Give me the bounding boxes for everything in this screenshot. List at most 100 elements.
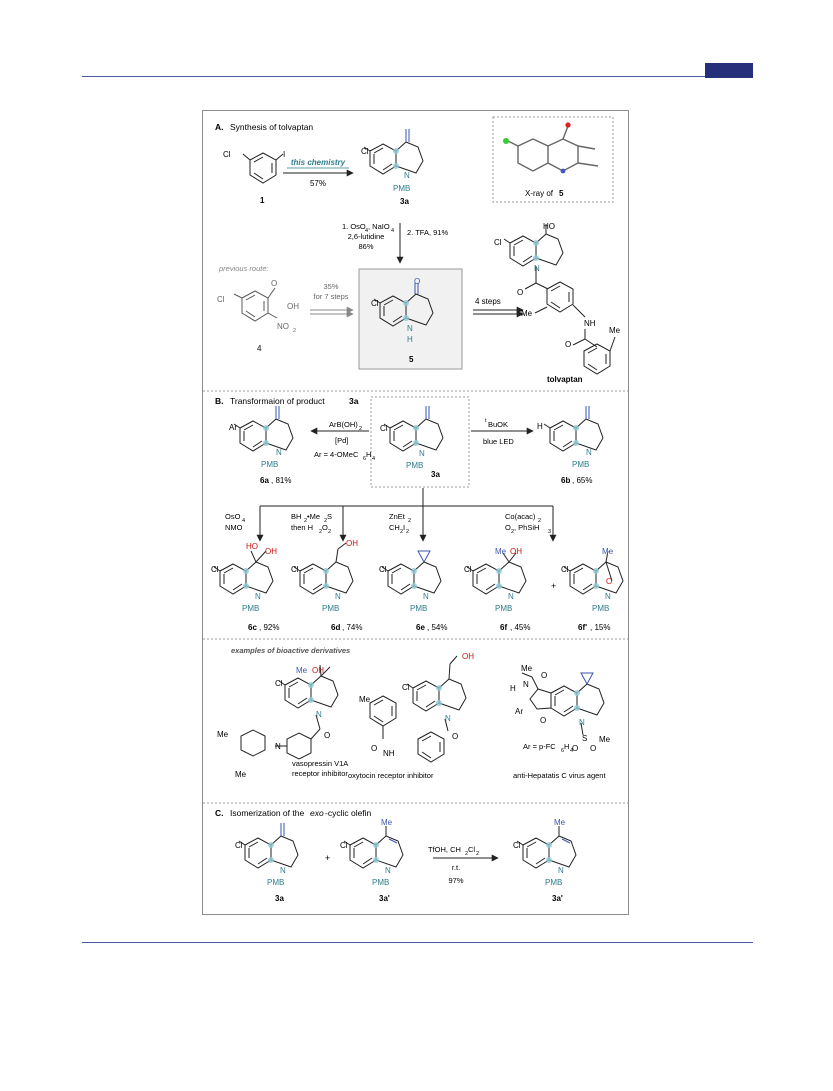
label-compound-1: 1 xyxy=(260,196,265,205)
footer-rule xyxy=(82,942,753,943)
atom-cl-6c: Cl xyxy=(211,565,219,574)
atom-o-hcv-2: O xyxy=(540,716,546,725)
reagent-o2: O xyxy=(505,523,511,532)
atom-oh-6d: OH xyxy=(346,539,358,548)
structure-3ap-product xyxy=(516,826,577,869)
right-reagent1: BuOK xyxy=(488,420,508,429)
structure-tolvaptan xyxy=(503,224,616,375)
atom-cl-3ap-left: Cl xyxy=(340,841,348,850)
atom-o-oxy-2: O xyxy=(371,744,377,753)
structure-6c xyxy=(213,550,274,595)
atom-me-oxy: Me xyxy=(359,695,371,704)
four-steps-label: 4 steps xyxy=(475,297,501,306)
reagent-ch2i2: CH xyxy=(389,523,400,532)
yield-6a: , 81% xyxy=(271,476,291,485)
structure-3a-center xyxy=(383,406,444,452)
reaction-scheme-figure: A. Synthesis of tolvaptan Cl I 1 this ch… xyxy=(202,110,629,915)
atom-cl-4: Cl xyxy=(217,295,225,304)
atom-me-3ap-product: Me xyxy=(554,818,566,827)
structure-oxytocin-inhibitor xyxy=(369,655,467,763)
reagent-nmo: NMO xyxy=(225,523,243,532)
svg-text:3: 3 xyxy=(548,529,551,535)
atom-me-6fp: Me xyxy=(602,547,614,556)
xray-caption: X-ray of xyxy=(525,189,554,198)
atom-pmb-6e: PMB xyxy=(410,604,427,613)
atom-pmb-6d: PMB xyxy=(322,604,339,613)
label-6a: 6a xyxy=(260,476,269,485)
atom-cl-5: Cl xyxy=(371,299,379,308)
left-reagent3-h: H xyxy=(366,450,371,459)
atom-pmb-6b: PMB xyxy=(572,460,589,469)
atom-cl-6f: Cl xyxy=(464,565,472,574)
atom-o-5: O xyxy=(414,277,420,286)
atom-h-5: H xyxy=(407,335,413,344)
atom-me-tolvaptan-1: Me xyxy=(521,309,533,318)
atom-n-6e: N xyxy=(423,592,429,601)
yield-6b: , 65% xyxy=(572,476,592,485)
atom-n-6c: N xyxy=(255,592,261,601)
atom-cl-oxy: Cl xyxy=(402,683,410,692)
atom-me-vaso-3: Me xyxy=(235,770,247,779)
atom-pmb-3a: PMB xyxy=(393,184,410,193)
yield-1-to-3a: 57% xyxy=(310,179,326,188)
atom-i-1: I xyxy=(283,150,285,159)
reagent-o2-rest: , PhSiH xyxy=(514,523,539,532)
atom-o-6fp: O xyxy=(606,577,612,586)
atom-ar-hcv: Ar xyxy=(515,707,523,716)
atom-pmb-6a: PMB xyxy=(261,460,278,469)
ar-def-sub2: 4 xyxy=(570,748,573,754)
label-6d: 6d xyxy=(331,623,340,632)
step1-line1: 1. OsO xyxy=(342,222,366,231)
label-6c: 6c xyxy=(248,623,257,632)
atom-me-hcv: Me xyxy=(521,664,533,673)
atom-cl-6fp: Cl xyxy=(561,565,569,574)
plus-6f-6fp: + xyxy=(551,581,556,591)
section-c-title-em: exo xyxy=(310,808,324,818)
label-6e: 6e xyxy=(416,623,425,632)
atom-me-6f: Me xyxy=(495,547,507,556)
reagent-rt: r.t. xyxy=(452,863,460,872)
structure-6d xyxy=(293,542,354,595)
section-c-title-post: -cyclic olefin xyxy=(325,808,372,818)
step1-sub4a: 4 xyxy=(365,228,368,234)
atom-me-hcv-2: Me xyxy=(599,735,611,744)
reagent-h2-sub: 2 xyxy=(319,529,322,535)
bioactive-title: examples of bioactive derivatives xyxy=(231,646,350,655)
compound-5-box xyxy=(358,268,463,370)
atom-cl-6d: Cl xyxy=(291,565,299,574)
ar-def-sub1: 6 xyxy=(561,748,564,754)
xray-n-atom xyxy=(560,168,566,174)
atom-pmb-3ap-product: PMB xyxy=(545,878,562,887)
caption-vaso-line1: vasopressin V1A xyxy=(292,759,348,768)
reagent-o2-sub: 2 xyxy=(328,529,331,535)
structure-vasopressin-inhibitor xyxy=(240,664,339,760)
structure-3a-c xyxy=(238,823,299,869)
atom-h-6b: H xyxy=(537,422,543,431)
left-reagent2: [Pd] xyxy=(335,436,348,445)
atom-o-oxy: O xyxy=(452,732,458,741)
atom-cl-3a-center: Cl xyxy=(380,424,388,433)
label-compound-5: 5 xyxy=(409,355,414,364)
structure-6e xyxy=(381,550,442,595)
label-compound-4: 4 xyxy=(257,344,262,353)
reagent-oso4-sub: 4 xyxy=(242,518,245,524)
atom-no2-sub: 2 xyxy=(293,328,296,334)
atom-n-vaso-2: N xyxy=(275,742,281,751)
reagent-tfoh: TfOH, CH xyxy=(428,845,461,854)
prev-steps: for 7 steps xyxy=(313,292,348,301)
caption-oxy: oxytocin receptor inhibitor xyxy=(348,771,434,780)
left-reagent3-sub3: 4 xyxy=(372,456,375,462)
atom-no2-4: NO xyxy=(277,322,289,331)
atom-o-vaso: O xyxy=(324,731,330,740)
label-6f: 6f xyxy=(500,623,507,632)
yield-6e: , 54% xyxy=(427,623,447,632)
atom-nh-tolvaptan: NH xyxy=(584,319,596,328)
plus-c: + xyxy=(325,853,330,863)
label-6b: 6b xyxy=(561,476,570,485)
step1-line1b: , NaIO xyxy=(368,222,390,231)
atom-n-3a-c: N xyxy=(280,866,286,875)
center-3a-box xyxy=(370,396,470,488)
structure-6a xyxy=(233,406,294,452)
atom-oh-4: OH xyxy=(287,302,299,311)
reagent-znet2: ZnEt xyxy=(389,512,406,521)
